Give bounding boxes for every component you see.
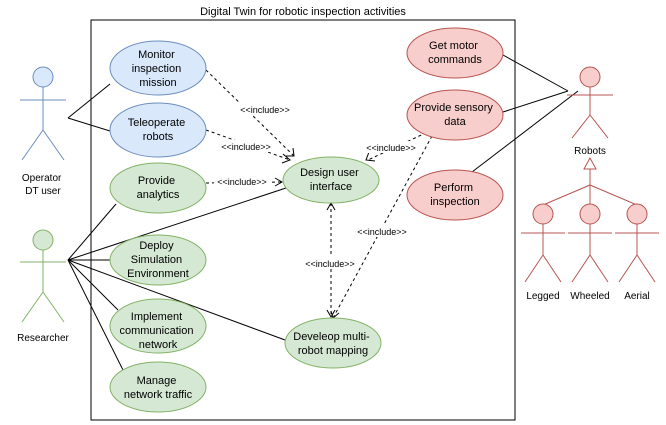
actor-researcher-figure xyxy=(20,229,66,323)
svg-text:Implement communication: Implement communication network xyxy=(119,311,196,351)
generalization xyxy=(542,156,638,206)
assoc-researcher-mapping xyxy=(67,259,286,341)
use-case-inspection[interactable]: Perform inspection xyxy=(406,169,504,221)
actor-researcher-label: Researcher xyxy=(17,333,69,344)
include-label-sensory: <<include>> xyxy=(366,143,416,153)
svg-text:Provide sensory data: Provide sensory data xyxy=(414,102,496,128)
diagram-title: Digital Twin for robotic inspection acti… xyxy=(200,6,406,18)
svg-text:Deploy Simulation: Deploy Simulation Environment xyxy=(127,240,189,280)
use-case-traffic[interactable]: Manage network traffic xyxy=(109,361,207,413)
include-label-analytics: <<include>> xyxy=(217,177,267,187)
actor-aerial-figure xyxy=(615,203,659,283)
use-case-analytics[interactable]: Provide analytics xyxy=(109,162,207,214)
actor-operator-figure xyxy=(20,66,66,161)
actor-legged-figure xyxy=(521,203,565,283)
assoc-robots-inspection xyxy=(471,90,579,173)
svg-text:Monitor inspection: Monitor inspection mission xyxy=(132,49,185,89)
assoc-robots-sensory xyxy=(502,90,569,113)
actor-legged-label: Legged xyxy=(526,291,559,302)
include-label-monitor: <<include>> xyxy=(240,105,290,115)
svg-text:Perform inspection: Perform inspection xyxy=(430,182,480,208)
actor-aerial-label: Aerial xyxy=(624,291,650,302)
svg-text:Teleoperate robots: Teleoperate robots xyxy=(128,117,189,143)
assoc-robots-motor xyxy=(502,54,569,92)
svg-text:Develeop multi- robot ma: Develeop multi- robot mapping xyxy=(293,331,372,357)
use-case-communication[interactable]: Implement communication network xyxy=(109,298,207,354)
arrowhead-analytics xyxy=(274,177,284,187)
actor-robots-label: Robots xyxy=(574,146,606,157)
assoc-researcher-design-ui xyxy=(67,187,287,261)
assoc-researcher-communication xyxy=(67,259,119,311)
use-case-motor[interactable]: Get motor commands xyxy=(406,27,504,79)
associations xyxy=(67,54,579,373)
svg-text:Provide analytics: Provide analytics xyxy=(137,175,180,201)
include-labels: <<include>> <<include>> <<include>> <<in… xyxy=(214,103,419,269)
include-label-sensory-mapping: <<include>> xyxy=(357,227,407,237)
use-case-simulation[interactable]: Deploy Simulation Environment xyxy=(109,234,207,286)
use-case-teleoperate[interactable]: Teleoperate robots xyxy=(109,102,207,158)
actor-wheeled-label: Wheeled xyxy=(570,291,609,302)
assoc-operator-monitor xyxy=(67,83,111,119)
use-case-design-ui[interactable]: Design user interface xyxy=(282,156,380,204)
assoc-researcher-analytics xyxy=(67,203,117,261)
actor-wheeled-figure xyxy=(568,203,612,283)
include-label-teleoperate: <<include>> xyxy=(221,142,271,152)
use-case-mapping[interactable]: Develeop multi- robot mapping xyxy=(284,317,382,369)
svg-text:Design user interface: Design user interface xyxy=(300,167,362,193)
arrowhead-teleoperate xyxy=(281,153,291,164)
actor-robots-figure xyxy=(567,66,613,139)
assoc-operator-teleoperate xyxy=(67,117,111,132)
actor-operator-label: Operator DT user xyxy=(22,173,64,197)
system-boundary xyxy=(90,19,516,421)
arrowhead-monitor xyxy=(286,147,295,157)
assoc-researcher-traffic xyxy=(67,259,125,373)
use-case-monitor[interactable]: Monitor inspection mission xyxy=(109,40,207,96)
svg-text:Get motor commands: Get motor commands xyxy=(428,40,482,66)
arrowhead-sensory xyxy=(365,151,376,162)
include-label-design-mapping: <<include>> xyxy=(305,259,355,269)
svg-text:Manage network traffic: Manage network traffic xyxy=(124,375,193,401)
use-case-sensory[interactable]: Provide sensory data xyxy=(406,89,504,141)
arrowhead-design-down xyxy=(326,309,336,319)
